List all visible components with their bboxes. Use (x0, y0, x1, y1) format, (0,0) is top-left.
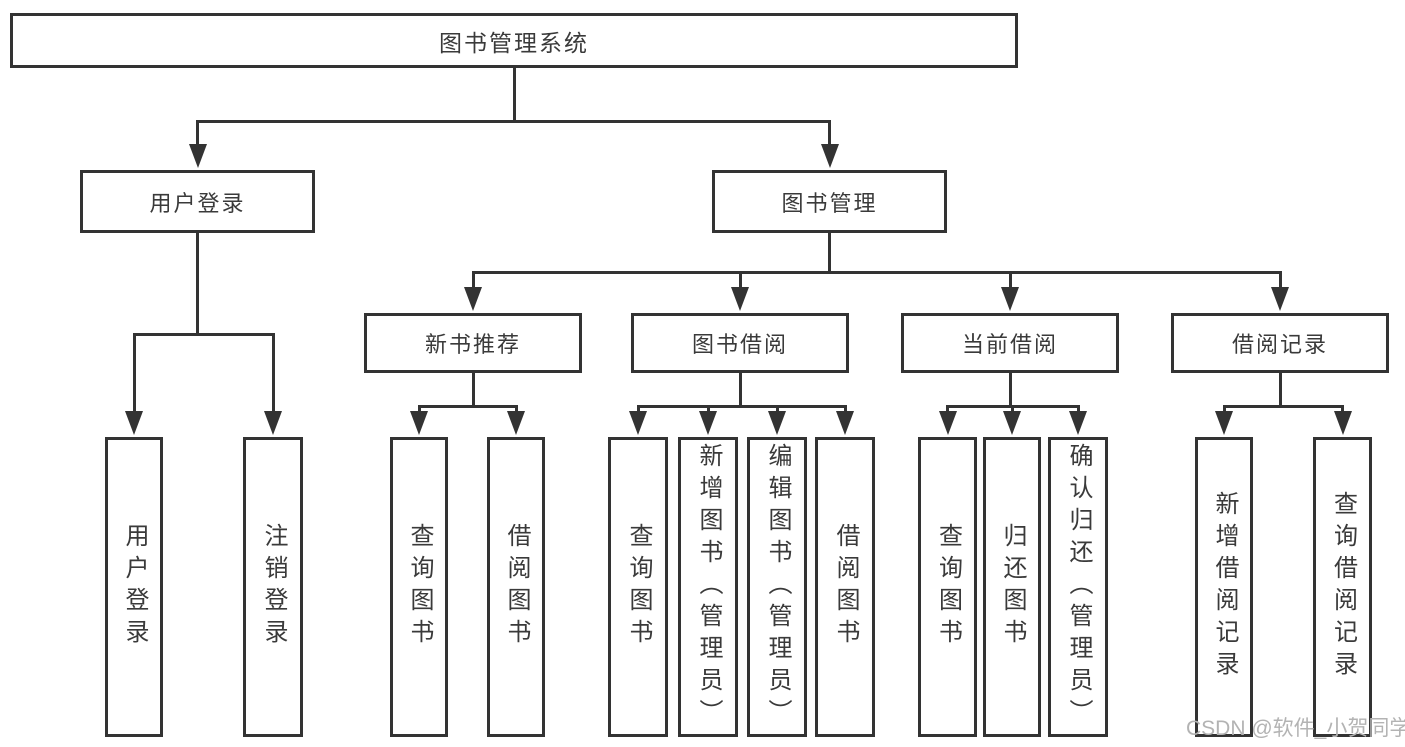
arrow-down-icon (1069, 411, 1087, 435)
arrow-down-icon (464, 287, 482, 311)
node-label-bb-query: 查询图书 (625, 523, 652, 651)
connector-drop-bb-edit (775, 405, 779, 415)
connector-drop-rec-borrow (514, 405, 518, 415)
node-label-rec-query: 查询图书 (406, 523, 433, 651)
connector-drop-user-login (196, 120, 199, 148)
connector-drop-br-add (1222, 405, 1226, 415)
arrow-down-icon (125, 411, 143, 435)
arrow-down-icon (1003, 411, 1021, 435)
connector-drop-book-mgmt (828, 120, 831, 148)
node-rec-query: 查询图书 (390, 437, 448, 737)
arrow-down-icon (1271, 287, 1289, 311)
connector-stub-book-borrow (738, 373, 742, 408)
connector-stub-root (512, 68, 516, 123)
arrow-down-icon (1215, 411, 1233, 435)
node-book-borrow: 图书借阅 (631, 313, 849, 373)
node-cb-confirm: 确认归还（管理员） (1048, 437, 1108, 737)
node-label-user-login: 用户登录 (149, 190, 246, 216)
arrow-down-icon (820, 144, 839, 168)
node-label-cb-return: 归还图书 (999, 523, 1026, 651)
connector-drop-leaf-login (132, 333, 136, 415)
node-label-bb-add: 新增图书（管理员） (695, 443, 722, 731)
connector-drop-bb-add (706, 405, 710, 415)
connector-bus-book-borrow (636, 405, 847, 408)
node-book-mgmt: 图书管理 (712, 170, 947, 233)
arrow-down-icon (731, 287, 749, 311)
connector-stub-borrow-record (1278, 373, 1282, 408)
connector-drop-new-book-rec (471, 271, 475, 291)
connector-drop-bb-borrow (843, 405, 847, 415)
connector-stub-new-book-rec (471, 373, 475, 408)
node-label-current-borrow: 当前借阅 (961, 332, 1058, 357)
arrow-down-icon (836, 411, 854, 435)
node-label-bb-borrow: 借阅图书 (832, 523, 859, 651)
node-label-root: 图书管理系统 (439, 29, 589, 56)
node-label-br-query: 查询借阅记录 (1329, 491, 1357, 683)
connector-stub-user-login (196, 233, 199, 336)
arrow-down-icon (507, 411, 525, 435)
connector-stub-current-borrow (1008, 373, 1012, 408)
node-cb-query: 查询图书 (918, 437, 977, 737)
connector-bus-book-mgmt (471, 271, 1282, 274)
node-label-book-mgmt: 图书管理 (781, 190, 878, 216)
node-user-login: 用户登录 (80, 170, 315, 233)
arrow-down-icon (1333, 411, 1352, 435)
connector-bus-new-book-rec (417, 405, 518, 408)
arrow-down-icon (1001, 287, 1019, 311)
node-borrow-record: 借阅记录 (1171, 313, 1389, 373)
arrow-down-icon (629, 411, 647, 435)
node-root: 图书管理系统 (10, 13, 1018, 68)
connector-drop-cb-query (946, 405, 949, 415)
arrow-down-icon (264, 411, 282, 435)
connector-drop-book-borrow (738, 271, 742, 291)
arrow-down-icon (188, 144, 207, 168)
node-label-leaf-login: 用户登录 (121, 523, 148, 651)
connector-bus-root (196, 120, 831, 123)
arrow-down-icon (699, 411, 717, 435)
node-label-new-book-rec: 新书推荐 (424, 332, 521, 357)
connector-bus-borrow-record (1222, 405, 1344, 408)
connector-drop-current-borrow (1008, 271, 1012, 291)
node-rec-borrow: 借阅图书 (487, 437, 545, 737)
node-current-borrow: 当前借阅 (901, 313, 1119, 373)
node-label-book-borrow: 图书借阅 (691, 332, 788, 357)
node-new-book-rec: 新书推荐 (364, 313, 582, 373)
connector-drop-br-query (1341, 405, 1344, 415)
node-bb-edit: 编辑图书（管理员） (747, 437, 807, 737)
node-label-leaf-logout: 注销登录 (260, 523, 287, 651)
connector-bus-user-login (132, 333, 275, 336)
connector-stub-book-mgmt (828, 233, 831, 274)
node-label-rec-borrow: 借阅图书 (503, 523, 530, 651)
arrow-down-icon (768, 411, 786, 435)
node-br-add: 新增借阅记录 (1195, 437, 1253, 737)
node-br-query: 查询借阅记录 (1313, 437, 1372, 737)
connector-drop-bb-query (636, 405, 640, 415)
node-leaf-login: 用户登录 (105, 437, 163, 737)
node-bb-add: 新增图书（管理员） (678, 437, 738, 737)
connector-drop-leaf-logout (271, 333, 275, 415)
node-bb-query: 查询图书 (608, 437, 668, 737)
connector-drop-cb-confirm (1076, 405, 1080, 415)
node-label-borrow-record: 借阅记录 (1231, 332, 1328, 357)
node-label-bb-edit: 编辑图书（管理员） (764, 443, 791, 731)
node-label-cb-confirm: 确认归还（管理员） (1065, 443, 1092, 731)
connector-drop-borrow-record (1278, 271, 1282, 291)
node-leaf-logout: 注销登录 (243, 437, 303, 737)
connector-drop-rec-query (417, 405, 421, 415)
node-cb-return: 归还图书 (983, 437, 1041, 737)
arrow-down-icon (938, 411, 957, 435)
node-bb-borrow: 借阅图书 (815, 437, 875, 737)
node-label-br-add: 新增借阅记录 (1211, 491, 1238, 683)
connector-drop-cb-return (1010, 405, 1014, 415)
watermark: CSDN @软件_小贺同学 (1186, 717, 1405, 740)
arrow-down-icon (410, 411, 428, 435)
node-label-cb-query: 查询图书 (934, 523, 962, 651)
